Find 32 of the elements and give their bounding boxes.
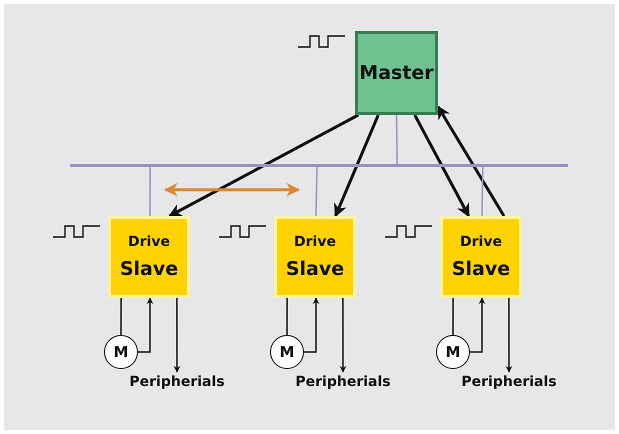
- connector-line: [396, 114, 398, 164]
- arrow: [138, 297, 154, 353]
- bus-line: [70, 164, 568, 167]
- connector-line: [286, 298, 288, 335]
- arrow: [413, 114, 470, 218]
- arrow: [340, 298, 346, 373]
- connector-line: [315, 165, 318, 216]
- connector-line: [481, 165, 484, 216]
- node-title: Drive: [128, 234, 170, 250]
- role-label: Slave: [452, 258, 510, 280]
- arrow: [334, 114, 380, 218]
- connector-line: [149, 166, 151, 216]
- node-title: Drive: [294, 234, 336, 250]
- connector-line: [452, 298, 454, 335]
- role-label: Slave: [120, 258, 178, 280]
- arrow: [436, 105, 506, 217]
- arrow: [174, 298, 180, 373]
- role-label: Slave: [286, 258, 344, 280]
- slave-box: [274, 216, 356, 298]
- arrow: [304, 297, 320, 353]
- peripherals-label: Peripherials: [129, 374, 225, 390]
- slave-box: [108, 216, 190, 298]
- slave-box: [440, 216, 522, 298]
- peripherals-label: Peripherials: [461, 374, 557, 390]
- double-arrow: [164, 183, 300, 196]
- arrow: [168, 114, 360, 218]
- arrow: [506, 298, 512, 373]
- node-title: Drive: [460, 234, 502, 250]
- connector-line: [120, 298, 122, 335]
- master-box: Master: [355, 31, 438, 115]
- arrow: [470, 297, 486, 353]
- peripherals-label: Peripherials: [295, 374, 391, 390]
